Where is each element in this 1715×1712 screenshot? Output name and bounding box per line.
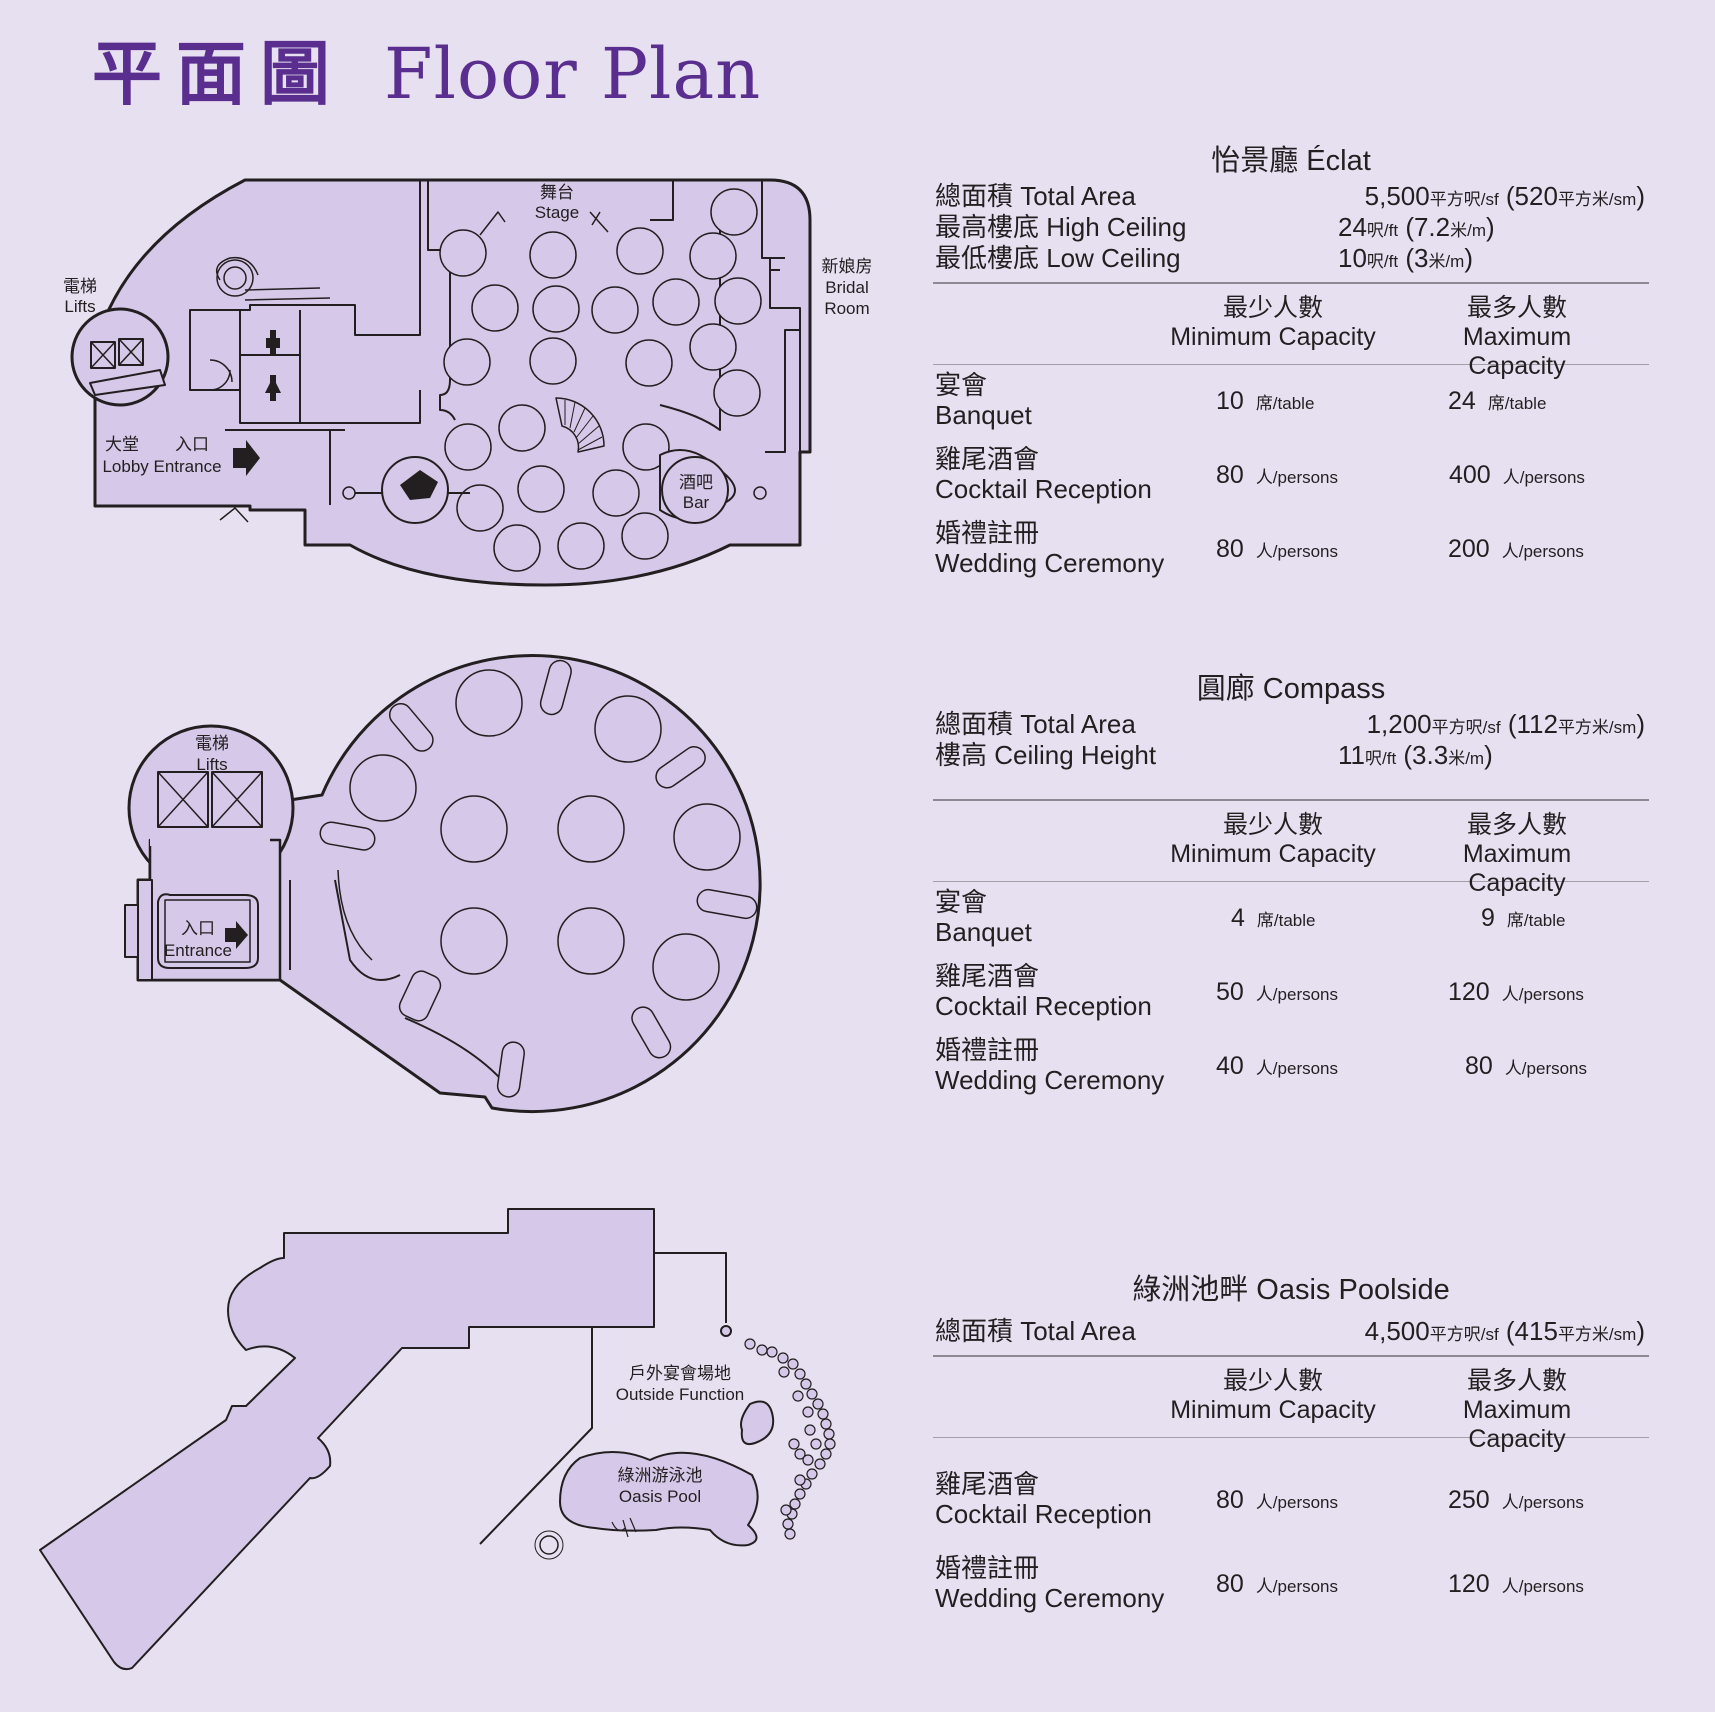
spec-total-area: 總面積 Total Area 1,200平方呎/sf (112平方米/sm) — [935, 709, 1645, 739]
venue-name: 綠洲池畔 Oasis Poolside — [1132, 1274, 1450, 1306]
venue-name: 怡景廳 Éclat — [1211, 145, 1371, 177]
spec-total-area: 總面積 Total Area 4,500平方呎/sf (415平方米/sm) — [935, 1316, 1645, 1346]
oasis-pool-shape — [559, 1450, 759, 1547]
compass-outline — [136, 654, 762, 1114]
eclat-entrance-label-zh: 入口 — [175, 435, 209, 454]
compass-entrance-label-en: Entrance — [164, 941, 232, 960]
bridal-room-label-zh: 新娘房 — [822, 257, 873, 276]
stage-label-en: Stage — [535, 203, 579, 222]
plan-labels: 電梯 Lifts 舞台 Stage 新娘房 Bridal Room 大堂 入口 … — [63, 183, 873, 1506]
compass-lifts-label-en: Lifts — [196, 755, 227, 774]
stage-label-zh: 舞台 — [540, 183, 574, 202]
eclat-lifts-label-en: Lifts — [64, 297, 95, 316]
oasis-pool-label-en: Oasis Pool — [619, 1487, 701, 1506]
outside-function-label-en: Outside Function — [616, 1385, 745, 1404]
oasis-pool-label-zh: 綠洲游泳池 — [618, 1466, 703, 1485]
page-title: 平面圖 Floor Plan — [92, 18, 761, 119]
bar-label-zh: 酒吧 — [679, 473, 713, 492]
bridal-room-label-en2: Room — [824, 299, 869, 318]
venue-oasis-poolside: 綠洲池畔 Oasis Poolside 總面積 Total Area 4,500… — [933, 1270, 1649, 1622]
venue-eclat: 怡景廳 Éclat 總面積 Total Area 5,500平方呎/sf (52… — [933, 141, 1649, 587]
compass-lifts-label-zh: 電梯 — [195, 734, 229, 753]
floor-plan-drawings: 電梯 Lifts 舞台 Stage 新娘房 Bridal Room 大堂 入口 … — [39, 178, 873, 1671]
spec-high-ceiling: 最高樓底 High Ceiling 24呎/ft (7.2米/m) — [935, 212, 1495, 242]
compass-floor-plan — [124, 654, 762, 1114]
bar-label-en: Bar — [683, 493, 710, 512]
spec-ceiling-height: 樓高 Ceiling Height 11呎/ft (3.3米/m) — [935, 740, 1493, 770]
venue-name: 圓廊 Compass — [1196, 673, 1386, 705]
spec-low-ceiling: 最低樓底 Low Ceiling 10呎/ft (3米/m) — [935, 243, 1473, 273]
oasis-floor-plan — [39, 1208, 836, 1671]
lobby-label-zh: 大堂 — [105, 435, 139, 454]
title-zh: 平面圖 — [92, 32, 344, 115]
eclat-floor-plan — [70, 178, 812, 587]
title-en: Floor Plan — [384, 33, 762, 115]
venue-compass: 圓廊 Compass 總面積 Total Area 1,200平方呎/sf (1… — [933, 669, 1649, 1104]
spec-total-area: 總面積 Total Area 5,500平方呎/sf (520平方米/sm) — [935, 181, 1645, 211]
compass-entrance-label-zh: 入口 — [181, 919, 215, 938]
oasis-building-outline — [39, 1208, 655, 1671]
outside-function-label-zh: 戶外宴會場地 — [629, 1364, 731, 1383]
eclat-lifts-label-zh: 電梯 — [63, 277, 97, 296]
bridal-room-label-en1: Bridal — [825, 278, 868, 297]
lobby-entrance-label-en: Lobby Entrance — [102, 457, 221, 476]
